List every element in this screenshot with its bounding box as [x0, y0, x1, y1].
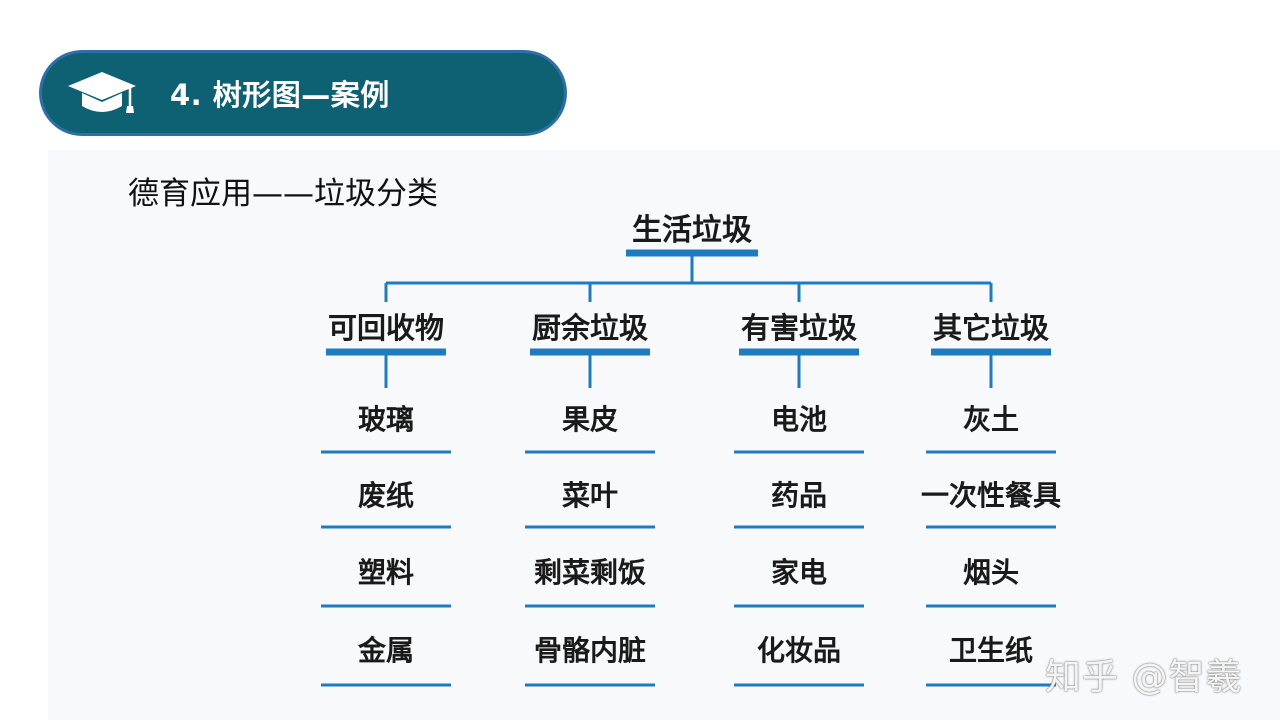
leaf-item-label: 骨骼内脏 — [533, 634, 647, 667]
leaf-item-label: 一次性餐具 — [920, 479, 1062, 512]
leaf-item-label: 剩菜剩饭 — [533, 556, 647, 589]
diagram-background — [48, 150, 1280, 720]
leaf-item-label: 菜叶 — [561, 479, 619, 512]
leaf-item-label: 果皮 — [561, 403, 619, 436]
leaf-item-label: 药品 — [770, 479, 828, 512]
leaf-item-label: 玻璃 — [357, 403, 415, 436]
leaf-item-label: 灰土 — [962, 403, 1020, 436]
category-label: 可回收物 — [327, 311, 445, 345]
leaf-item-label: 电池 — [770, 403, 828, 436]
category-label: 有害垃圾 — [740, 311, 858, 345]
leaf-item-label: 金属 — [357, 634, 415, 667]
graduation-cap-icon — [68, 72, 136, 113]
category-label: 其它垃圾 — [932, 311, 1050, 345]
root-node-label: 生活垃圾 — [632, 213, 752, 248]
category-label: 厨余垃圾 — [531, 311, 649, 345]
leaf-item-label: 卫生纸 — [948, 634, 1034, 667]
leaf-item-label: 化妆品 — [756, 634, 842, 667]
leaf-item-label: 烟头 — [962, 556, 1020, 589]
leaf-item-label: 塑料 — [357, 556, 415, 589]
slide-title: 4. 树形图—案例 — [170, 78, 390, 112]
subtitle: 德育应用——垃圾分类 — [128, 176, 438, 212]
leaf-item-label: 家电 — [770, 556, 828, 589]
leaf-item-label: 废纸 — [357, 479, 415, 512]
watermark: 知乎 @智羲 — [1045, 657, 1243, 698]
